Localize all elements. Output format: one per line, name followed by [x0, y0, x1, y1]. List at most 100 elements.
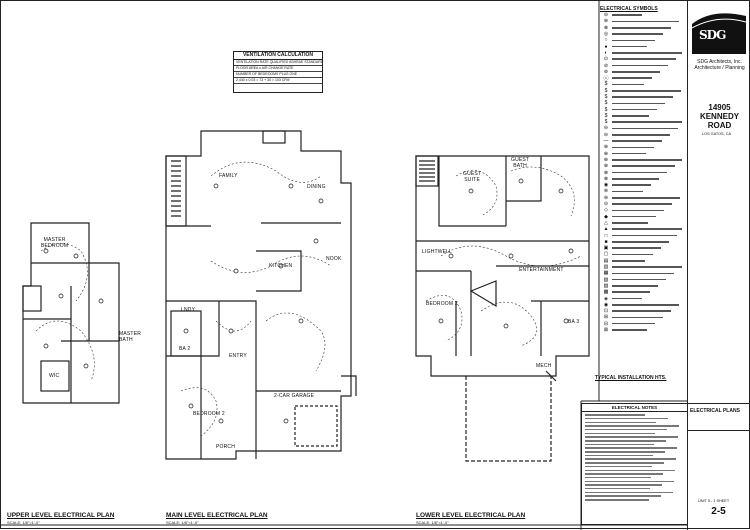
legend-description-line: [612, 115, 649, 117]
legend-description-line: [612, 121, 682, 123]
legend-item: ⊚: [600, 69, 686, 75]
notes-line: [585, 462, 664, 464]
room-label-master-bedroom: MASTER BEDROOM: [41, 237, 69, 249]
legend-description-line: [612, 133, 670, 136]
project-city: LOS GATOS, CA: [702, 132, 731, 136]
legend-symbol-icon: ▦: [603, 270, 609, 277]
legend-item: ▣: [600, 245, 686, 251]
legend-symbol-icon: ◐: [604, 49, 608, 56]
ventilation-row: VENTILATION RATE QUALIFIED ASHRAE STANDA…: [234, 60, 322, 66]
legend-description-line: [612, 45, 647, 48]
room-label-guest-bath: GUEST BATH: [511, 157, 530, 169]
legend-description-line: [612, 304, 679, 306]
legend-item: ■: [600, 239, 686, 245]
legend-symbol-icon: $: [604, 106, 608, 113]
notes-line: [585, 491, 673, 494]
unit-label: UNIT 5 - 1 SHEET: [698, 499, 730, 503]
room-label-nook: NOOK: [326, 256, 342, 262]
room-label-laundry: LNDY: [181, 307, 196, 313]
legend-description-line: [612, 165, 675, 168]
legend-symbol-icon: ○: [604, 37, 608, 44]
legend-description-line: [612, 52, 682, 54]
notes-line: [585, 417, 668, 420]
legend-symbol-icon: ◇: [604, 207, 608, 214]
legend-item: ⓢ: [600, 75, 686, 82]
legend-item: ◉: [600, 302, 686, 308]
legend-item: $: [600, 94, 686, 100]
legend-item: ⊘: [600, 62, 686, 69]
legend-symbol-icon: ⊜: [603, 194, 609, 201]
legend-item: ▦: [600, 270, 686, 276]
notes-line: [585, 495, 661, 497]
room-label-entry: ENTRY: [229, 353, 247, 359]
legend-item: ⊛: [600, 188, 686, 194]
legend-symbol-icon: ◉: [603, 182, 609, 189]
legend-symbol-icon: ⊗: [603, 175, 609, 182]
legend-description-line: [612, 190, 643, 193]
legend-item: ⊖: [600, 125, 686, 131]
legend-item: ▢: [600, 251, 686, 257]
legend-item: ⊕: [600, 144, 686, 150]
legend-description-line: [612, 247, 661, 249]
legend-description-line: [612, 77, 652, 79]
room-label-family: FAMILY: [219, 173, 238, 179]
notes-line: [585, 440, 666, 442]
legend-item: △: [600, 220, 686, 226]
notes-title: ELECTRICAL NOTES: [582, 404, 687, 412]
legend-item: ▧: [600, 276, 686, 283]
room-label-garage: 2-CAR GARAGE: [274, 393, 315, 399]
legend-symbol-icon: ⊖: [603, 12, 609, 19]
ventilation-row: FLOOR AREA x AIR CHANGE RATE: [234, 66, 322, 72]
legend-symbol-icon: ⊕: [603, 150, 609, 157]
room-label-lightwell: LIGHTWELL: [422, 249, 453, 255]
notes-line: [585, 421, 656, 424]
room-label-dining: DINING: [307, 184, 326, 190]
notes-line: [585, 465, 652, 468]
legend-description-line: [612, 159, 682, 161]
legend-item: $: [600, 88, 686, 94]
legend-symbol-icon: ▢: [603, 251, 609, 258]
legend-description-line: [612, 39, 655, 42]
legend-description-line: [612, 178, 659, 180]
legend-symbol-icon: □: [604, 232, 608, 239]
legend-symbol-icon: ⊡: [603, 308, 609, 315]
room-label-bedroom-2-lower: BEDROOM 2: [426, 301, 458, 307]
notes-line: [585, 473, 663, 475]
logo-text: SDG: [699, 28, 726, 42]
legend-symbol-icon: $: [604, 100, 608, 107]
legend-item: ⊙: [600, 56, 686, 62]
notes-line: [585, 436, 678, 438]
firm-logo: SDG: [692, 6, 746, 54]
legend-description-line: [612, 329, 647, 331]
room-label-kitchen: KITCHEN: [269, 263, 293, 269]
legend-symbol-icon: $: [604, 94, 608, 100]
legend-description-line: [612, 89, 681, 92]
legend-symbol-icon: ⓢ: [603, 75, 609, 82]
notes-line: [585, 499, 649, 501]
legend-item: ⊕: [600, 18, 686, 24]
legend-title: ELECTRICAL SYMBOLS: [600, 6, 658, 12]
legend-item: ○: [600, 37, 686, 43]
notes-line: [585, 451, 665, 453]
legend-description-line: [612, 20, 679, 23]
project-name: 14905 KENNEDY ROAD: [699, 103, 740, 130]
room-label-bedroom-2-main: BEDROOM 2: [193, 411, 225, 417]
room-label-guest-suite: GUEST SUITE: [463, 171, 482, 183]
upper-plan-title: UPPER LEVEL ELECTRICAL PLAN: [7, 512, 115, 519]
lower-plan-title: LOWER LEVEL ELECTRICAL PLAN: [416, 512, 526, 519]
ventilation-row: 2,440 x 0.03 = 73 + 30 = 103 CFM: [234, 78, 322, 84]
notes-line: [585, 484, 662, 486]
legend-symbol-icon: $: [604, 81, 608, 88]
sheet-title-box: ELECTRICAL PLANS: [687, 403, 750, 431]
legend-item: ▥: [600, 264, 686, 270]
legend-description-line: [612, 14, 642, 16]
legend-description-line: [612, 241, 669, 243]
legend-item: ⊗: [600, 176, 686, 182]
notes-line: [585, 476, 651, 479]
legend-item: $: [600, 81, 686, 87]
legend-symbol-icon: ⊗: [603, 169, 609, 176]
legend-description-line: [612, 108, 657, 111]
room-label-porch: PORCH: [216, 444, 236, 450]
legend-description-line: [612, 58, 676, 61]
